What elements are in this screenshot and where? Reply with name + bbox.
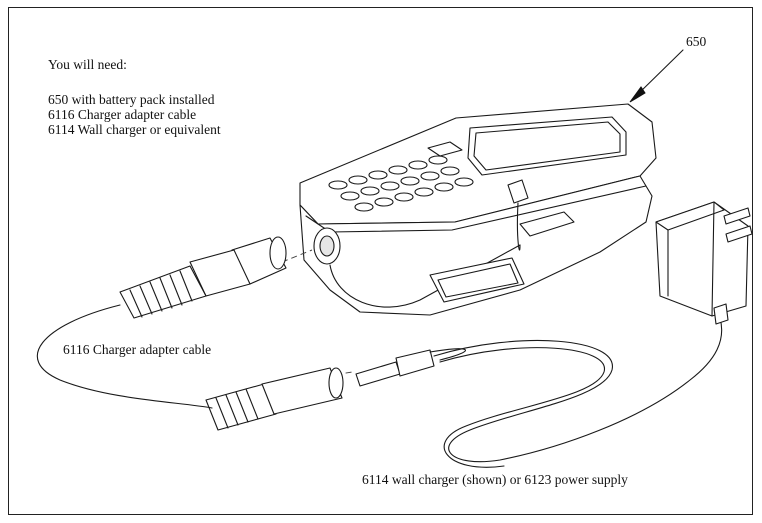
charger-callout-label: 6114 wall charger (shown) or 6123 power … [362,472,628,487]
keypad [328,141,474,212]
alignment-guide [281,249,313,263]
figure-border [8,7,753,515]
callout-arrow [629,49,684,103]
requirements-list: You will need: 650 with battery pack ins… [48,57,221,137]
cable-callout-label: 6116 Charger adapter cable [63,342,212,357]
device-callout-label: 650 [686,34,707,49]
adapter-cable-6116 [36,236,344,431]
wall-charger-6114 [355,201,753,468]
requirement-item: 6114 Wall charger or equivalent [48,122,221,137]
requirement-item: 650 with battery pack installed [48,92,215,107]
requirements-heading: You will need: [48,57,127,72]
requirement-item: 6116 Charger adapter cable [48,107,197,122]
instrument-650 [299,103,657,316]
alignment-guide [315,371,353,379]
